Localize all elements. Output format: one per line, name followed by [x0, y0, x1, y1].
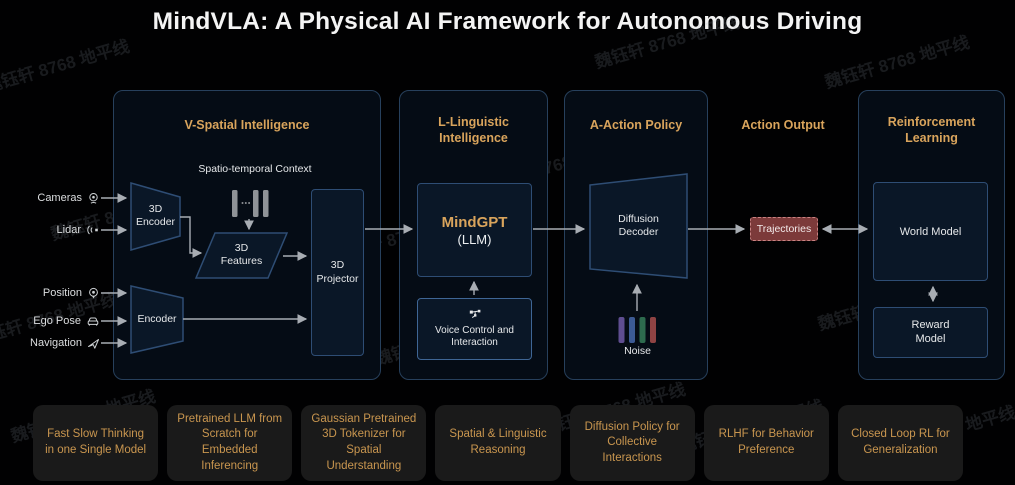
ego-pose-car-icon — [86, 315, 100, 327]
voice-control-node: Voice Control and Interaction — [417, 298, 532, 360]
reward-model-label: Reward Model — [911, 318, 950, 345]
card-gaussian-tokenizer: Gaussian Pretrained 3D Tokenizer for Spa… — [301, 405, 427, 481]
input-ego-pose-label: Ego Pose — [33, 315, 81, 327]
v-spatial-title: V-Spatial Intelligence — [184, 118, 310, 132]
input-cameras: Cameras — [0, 190, 100, 206]
projector-3d-label: 3D Projector — [316, 259, 359, 285]
watermark: 魏钰轩 8768 地平线 — [0, 36, 132, 97]
input-position: Position — [0, 285, 100, 301]
projector-3d-node: 3D Projector — [311, 189, 364, 356]
input-navigation: Navigation — [0, 335, 100, 351]
trajectories-label: Trajectories — [756, 223, 812, 235]
noise-label: Noise — [624, 345, 651, 357]
trajectories-node: Trajectories — [750, 217, 818, 241]
input-cameras-label: Cameras — [37, 192, 82, 204]
reinforcement-title: Reinforcement Learning — [887, 115, 976, 146]
input-position-label: Position — [42, 287, 82, 299]
input-ego-pose: Ego Pose — [0, 313, 100, 329]
watermark: 魏钰轩 8768 地平线 — [822, 32, 972, 93]
card-fast-slow-thinking: Fast Slow Thinking in one Single Model — [33, 405, 159, 481]
encoder-3d-label: 3D Encoder — [135, 203, 176, 229]
reward-model-node: Reward Model — [873, 307, 988, 358]
diffusion-decoder-label: Diffusion Decoder — [618, 213, 659, 239]
position-icon — [87, 287, 100, 300]
world-model-label: World Model — [899, 225, 962, 238]
navigation-icon — [87, 337, 100, 350]
feature-cards: Fast Slow Thinking in one Single Model P… — [33, 405, 963, 481]
encoder-label: Encoder — [137, 313, 177, 325]
page-title: MindVLA: A Physical AI Framework for Aut… — [152, 8, 863, 35]
lidar-icon — [86, 224, 100, 236]
l-linguistic-title: L-Linguistic Intelligence — [438, 115, 509, 146]
input-lidar: Lidar — [0, 222, 100, 238]
voice-control-icon — [468, 309, 482, 322]
card-closed-loop-rl: Closed Loop RL for Generalization — [837, 405, 963, 481]
a-action-title: A-Action Policy — [589, 118, 683, 132]
action-output-title: Action Output — [741, 118, 825, 132]
card-spatial-linguistic: Spatial & Linguistic Reasoning — [435, 405, 561, 481]
mindgpt-label: MindGPT — [441, 213, 508, 231]
camera-icon — [87, 192, 100, 205]
spatio-context-label: Spatio-temporal Context — [198, 163, 312, 175]
features-3d-label: 3D Features — [220, 242, 263, 268]
voice-control-label: Voice Control and Interaction — [435, 324, 514, 349]
input-lidar-label: Lidar — [56, 224, 81, 236]
card-diffusion-policy: Diffusion Policy for Collective Interact… — [569, 405, 695, 481]
world-model-node: World Model — [873, 182, 988, 281]
input-navigation-label: Navigation — [30, 337, 82, 349]
card-rlhf-preference: RLHF for Behavior Preference — [703, 405, 829, 481]
mindgpt-node: MindGPT (LLM) — [417, 183, 532, 277]
mindgpt-sub-label: (LLM) — [457, 231, 492, 247]
card-pretrained-llm: Pretrained LLM from Scratch for Embedded… — [167, 405, 293, 481]
